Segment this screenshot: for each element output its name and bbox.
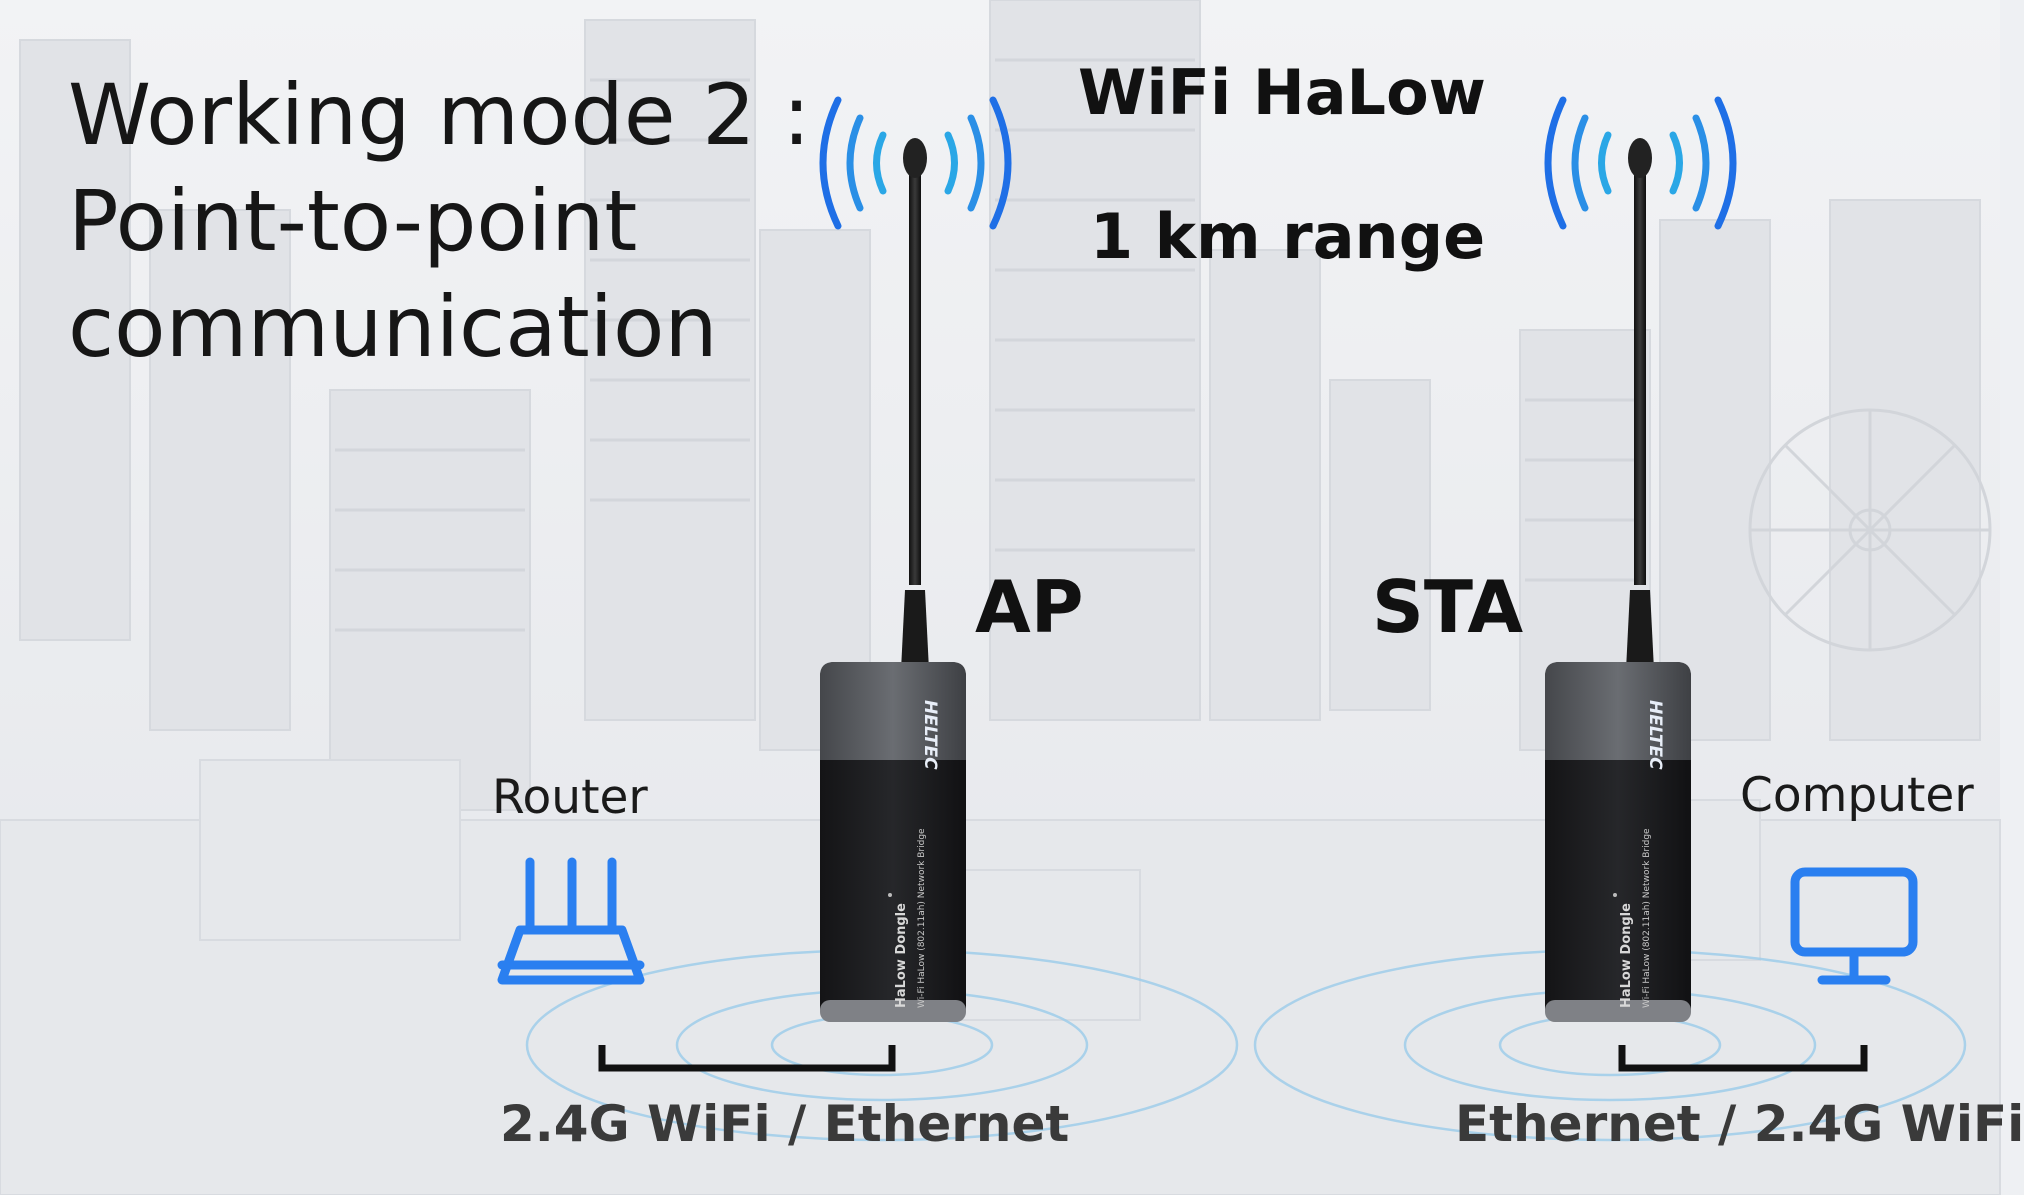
ap-brand-logo: HELTEC: [920, 700, 940, 770]
sta-dongle: HELTEC HaLow Dongle Wi-Fi HaLow (802.11a…: [1545, 138, 1691, 1022]
sta-model-text: HaLow Dongle: [1619, 903, 1634, 1008]
sta-antenna: [1634, 165, 1646, 585]
right-connection-bracket: [1618, 1045, 1868, 1072]
title-line-1: Working mode 2 :: [68, 66, 811, 164]
ap-antenna: [909, 165, 921, 585]
router-icon: [497, 857, 645, 985]
diagram-title: Working mode 2 : Point-to-point communic…: [68, 62, 811, 380]
sta-role-label: STA: [1372, 565, 1524, 649]
right-connection-label: Ethernet / 2.4G WiFi: [1455, 1095, 2024, 1153]
ap-dongle: HELTEC HaLow Dongle Wi-Fi HaLow (802.11a…: [820, 138, 966, 1022]
title-line-2: Point-to-point: [68, 172, 638, 270]
title-line-3: communication: [68, 278, 718, 376]
ap-role-label: AP: [975, 565, 1084, 649]
monitor-icon: [1790, 867, 1918, 985]
left-connection-bracket: [598, 1045, 896, 1072]
sta-descriptor-text: Wi-Fi HaLow (802.11ah) Network Bridge: [1642, 828, 1652, 1008]
sta-brand-logo: HELTEC: [1645, 700, 1665, 770]
ap-descriptor-text: Wi-Fi HaLow (802.11ah) Network Bridge: [917, 828, 927, 1008]
ap-signal-waves-icon: [819, 96, 1012, 230]
link-range-label: 1 km range: [1090, 200, 1486, 273]
left-connection-label: 2.4G WiFi / Ethernet: [500, 1095, 1070, 1153]
sta-signal-waves-icon: [1544, 96, 1737, 230]
computer-label: Computer: [1740, 768, 1974, 823]
link-protocol-label: WiFi HaLow: [1078, 56, 1486, 129]
ap-model-text: HaLow Dongle: [894, 903, 909, 1008]
router-label: Router: [492, 770, 648, 825]
